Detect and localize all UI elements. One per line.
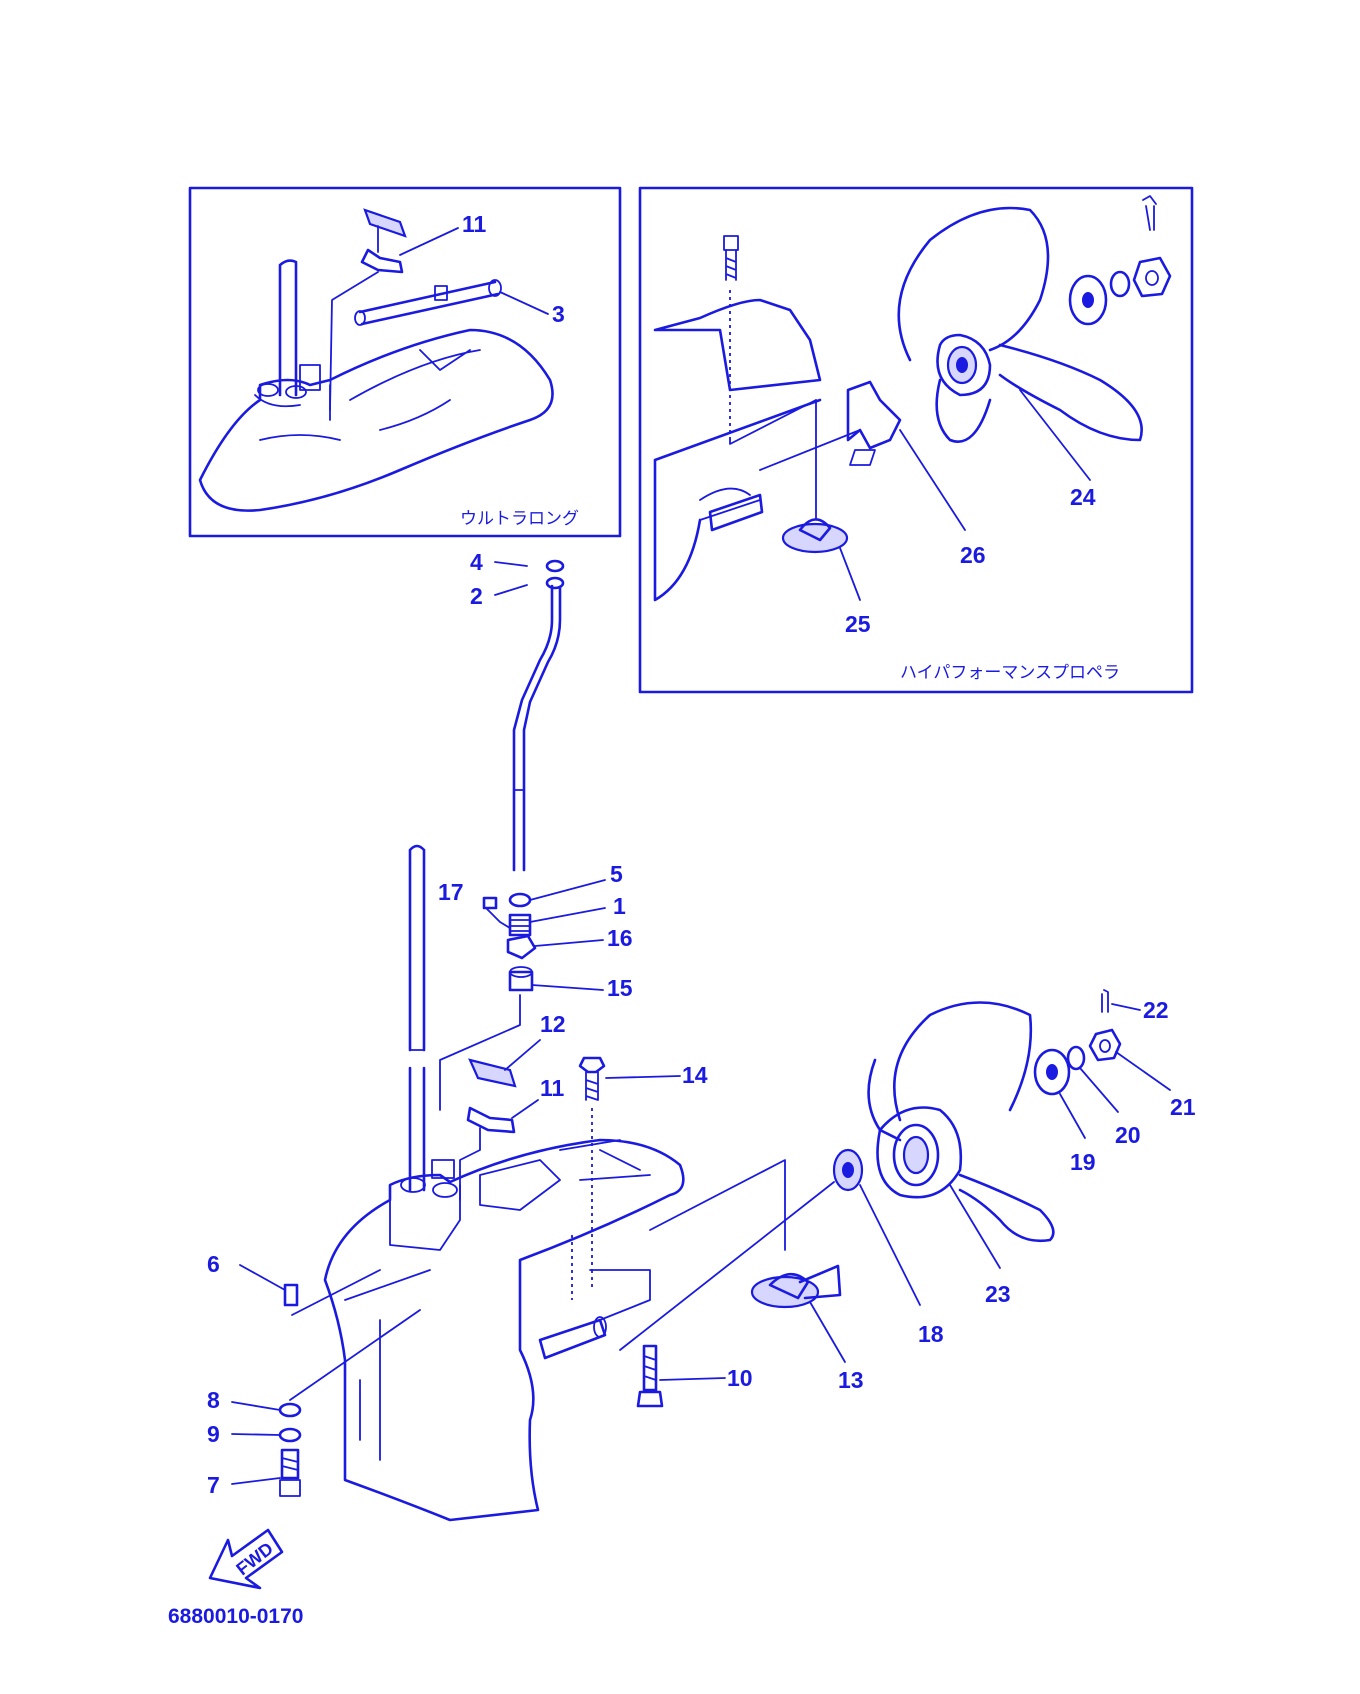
callout-5: 5 [610,861,623,887]
callout-6: 6 [207,1251,220,1277]
main-assembly: 4 2 5 1 16 15 17 12 11 14 6 8 9 7 10 13 … [207,549,1196,1522]
callout-10: 10 [727,1365,753,1391]
callout-23: 23 [985,1281,1011,1307]
inset-high-performance: 24 26 25 ハイパフォーマンスプロペラ [638,186,1194,694]
callout-9: 9 [207,1421,220,1447]
callout-22: 22 [1143,997,1169,1023]
inset-high-performance-caption: ハイパフォーマンスプロペラ [900,663,1120,683]
inset-ultra-long-frame [188,186,622,538]
callout-17: 17 [438,879,464,905]
callout-11: 11 [540,1075,565,1101]
callout-3: 3 [552,301,565,327]
callout-24: 24 [1070,484,1096,510]
callout-11-inset: 11 [462,211,487,237]
callout-4: 4 [470,549,483,575]
callout-8: 8 [207,1387,220,1413]
callout-12: 12 [540,1011,566,1037]
callout-1: 1 [613,893,626,919]
callout-19: 19 [1070,1149,1096,1175]
callout-7: 7 [207,1472,220,1498]
callout-26: 26 [960,542,986,568]
callout-15: 15 [607,975,633,1001]
diagram-code: 6880010-0170 [168,1605,303,1628]
callout-2: 2 [470,583,483,609]
callout-16: 16 [607,925,633,951]
callout-14: 14 [682,1062,708,1088]
callout-21: 21 [1170,1094,1196,1120]
callout-25: 25 [845,611,871,637]
callout-13: 13 [838,1367,864,1393]
callout-18: 18 [918,1321,944,1347]
callout-20: 20 [1115,1122,1141,1148]
fwd-arrow-icon: FWD [208,1528,284,1590]
inset-high-performance-frame [638,186,1194,694]
inset-ultra-long-caption: ウルトラロング [460,509,579,529]
inset-ultra-long: 11 3 ウルトラロング [188,186,622,538]
